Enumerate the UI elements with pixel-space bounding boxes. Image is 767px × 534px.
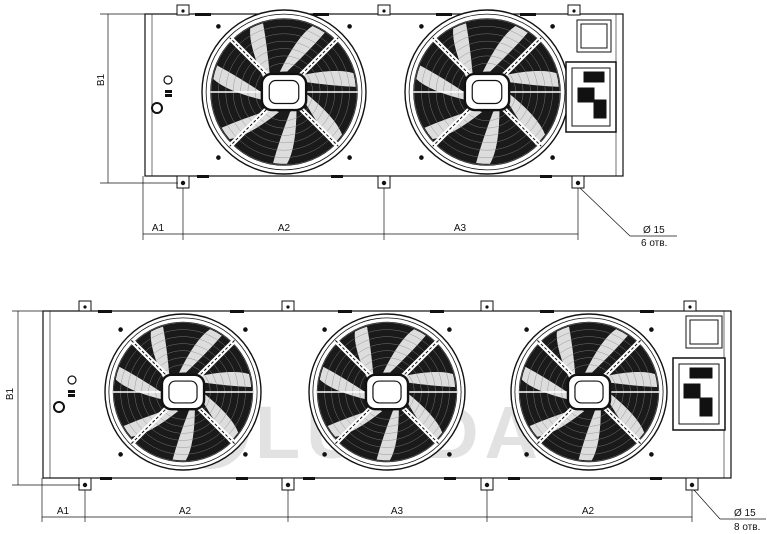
- fan-bottom-3: [510, 313, 668, 471]
- dim-top-hole-count: 6 отв.: [641, 238, 667, 249]
- electrical-box-bottom: [672, 315, 726, 431]
- dim-top-a3: A3: [454, 223, 467, 234]
- dim-top-a2: A2: [278, 223, 291, 234]
- housing-bottom: [42, 310, 732, 479]
- dimensions-bottom: [12, 310, 766, 522]
- side-symbols-top: [151, 75, 173, 114]
- electrical-box-top: [565, 19, 617, 133]
- fan-bottom-2: [308, 313, 466, 471]
- fan-top-2: [404, 9, 570, 175]
- fan-top-1: [201, 9, 367, 175]
- dim-bottom-b1: B1: [5, 387, 16, 400]
- dim-bottom-hole-diameter: Ø 15: [734, 508, 756, 519]
- dim-bottom-hole-count: 8 отв.: [734, 522, 760, 533]
- dim-top-hole-diameter: Ø 15: [643, 225, 665, 236]
- dimensions-top: [100, 13, 677, 240]
- fan-bottom-1: [104, 313, 262, 471]
- dim-top-a1: A1: [152, 223, 165, 234]
- dim-bottom-a1: A1: [57, 506, 70, 517]
- unit-top-2-fan: [144, 4, 624, 189]
- side-symbols-bottom: [53, 375, 77, 413]
- dim-top-b1: B1: [96, 73, 107, 86]
- dim-bottom-a3: A3: [391, 506, 404, 517]
- unit-bottom-3-fan: [42, 300, 732, 491]
- dim-bottom-a2-second: A2: [582, 506, 595, 517]
- dim-bottom-a2: A2: [179, 506, 192, 517]
